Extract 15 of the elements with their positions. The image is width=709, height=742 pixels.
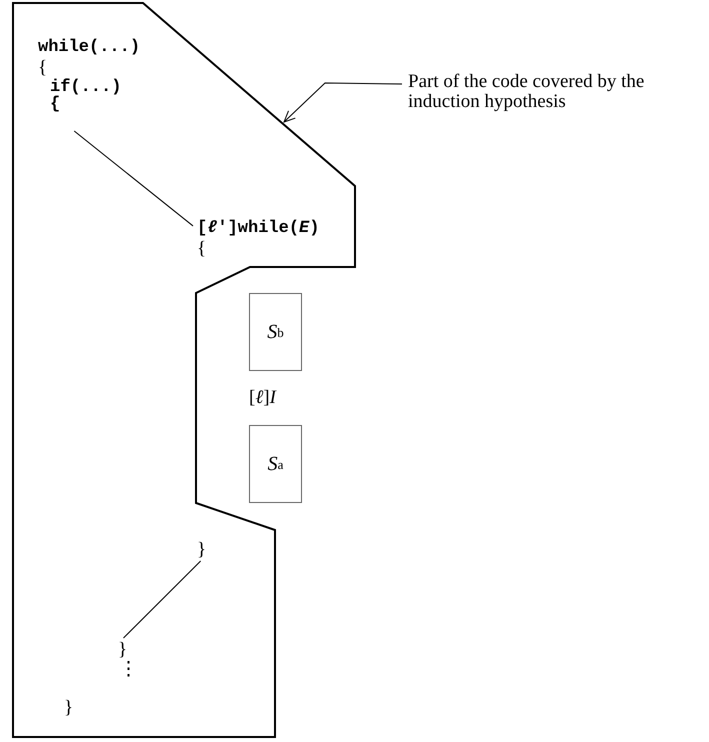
connector-line xyxy=(122,560,202,638)
brace: } xyxy=(64,698,74,717)
brace: { xyxy=(38,58,48,77)
leader-arrow xyxy=(284,82,402,122)
brace: { xyxy=(197,239,206,258)
code-line: if(...) xyxy=(50,79,122,96)
code-text: Part of the code covered by the induction hypothesis xyxy=(408,72,658,112)
code-text: [ℓ′]while(E) xyxy=(197,220,320,237)
code-line: while(...) xyxy=(38,39,140,56)
connector-line xyxy=(74,130,194,226)
code-text: } xyxy=(197,540,206,559)
code-text: } xyxy=(118,640,128,659)
vertical-ellipsis: ⋮ xyxy=(119,660,138,679)
statement-label: [ℓ]I xyxy=(249,388,276,407)
code-text: { xyxy=(50,96,60,113)
